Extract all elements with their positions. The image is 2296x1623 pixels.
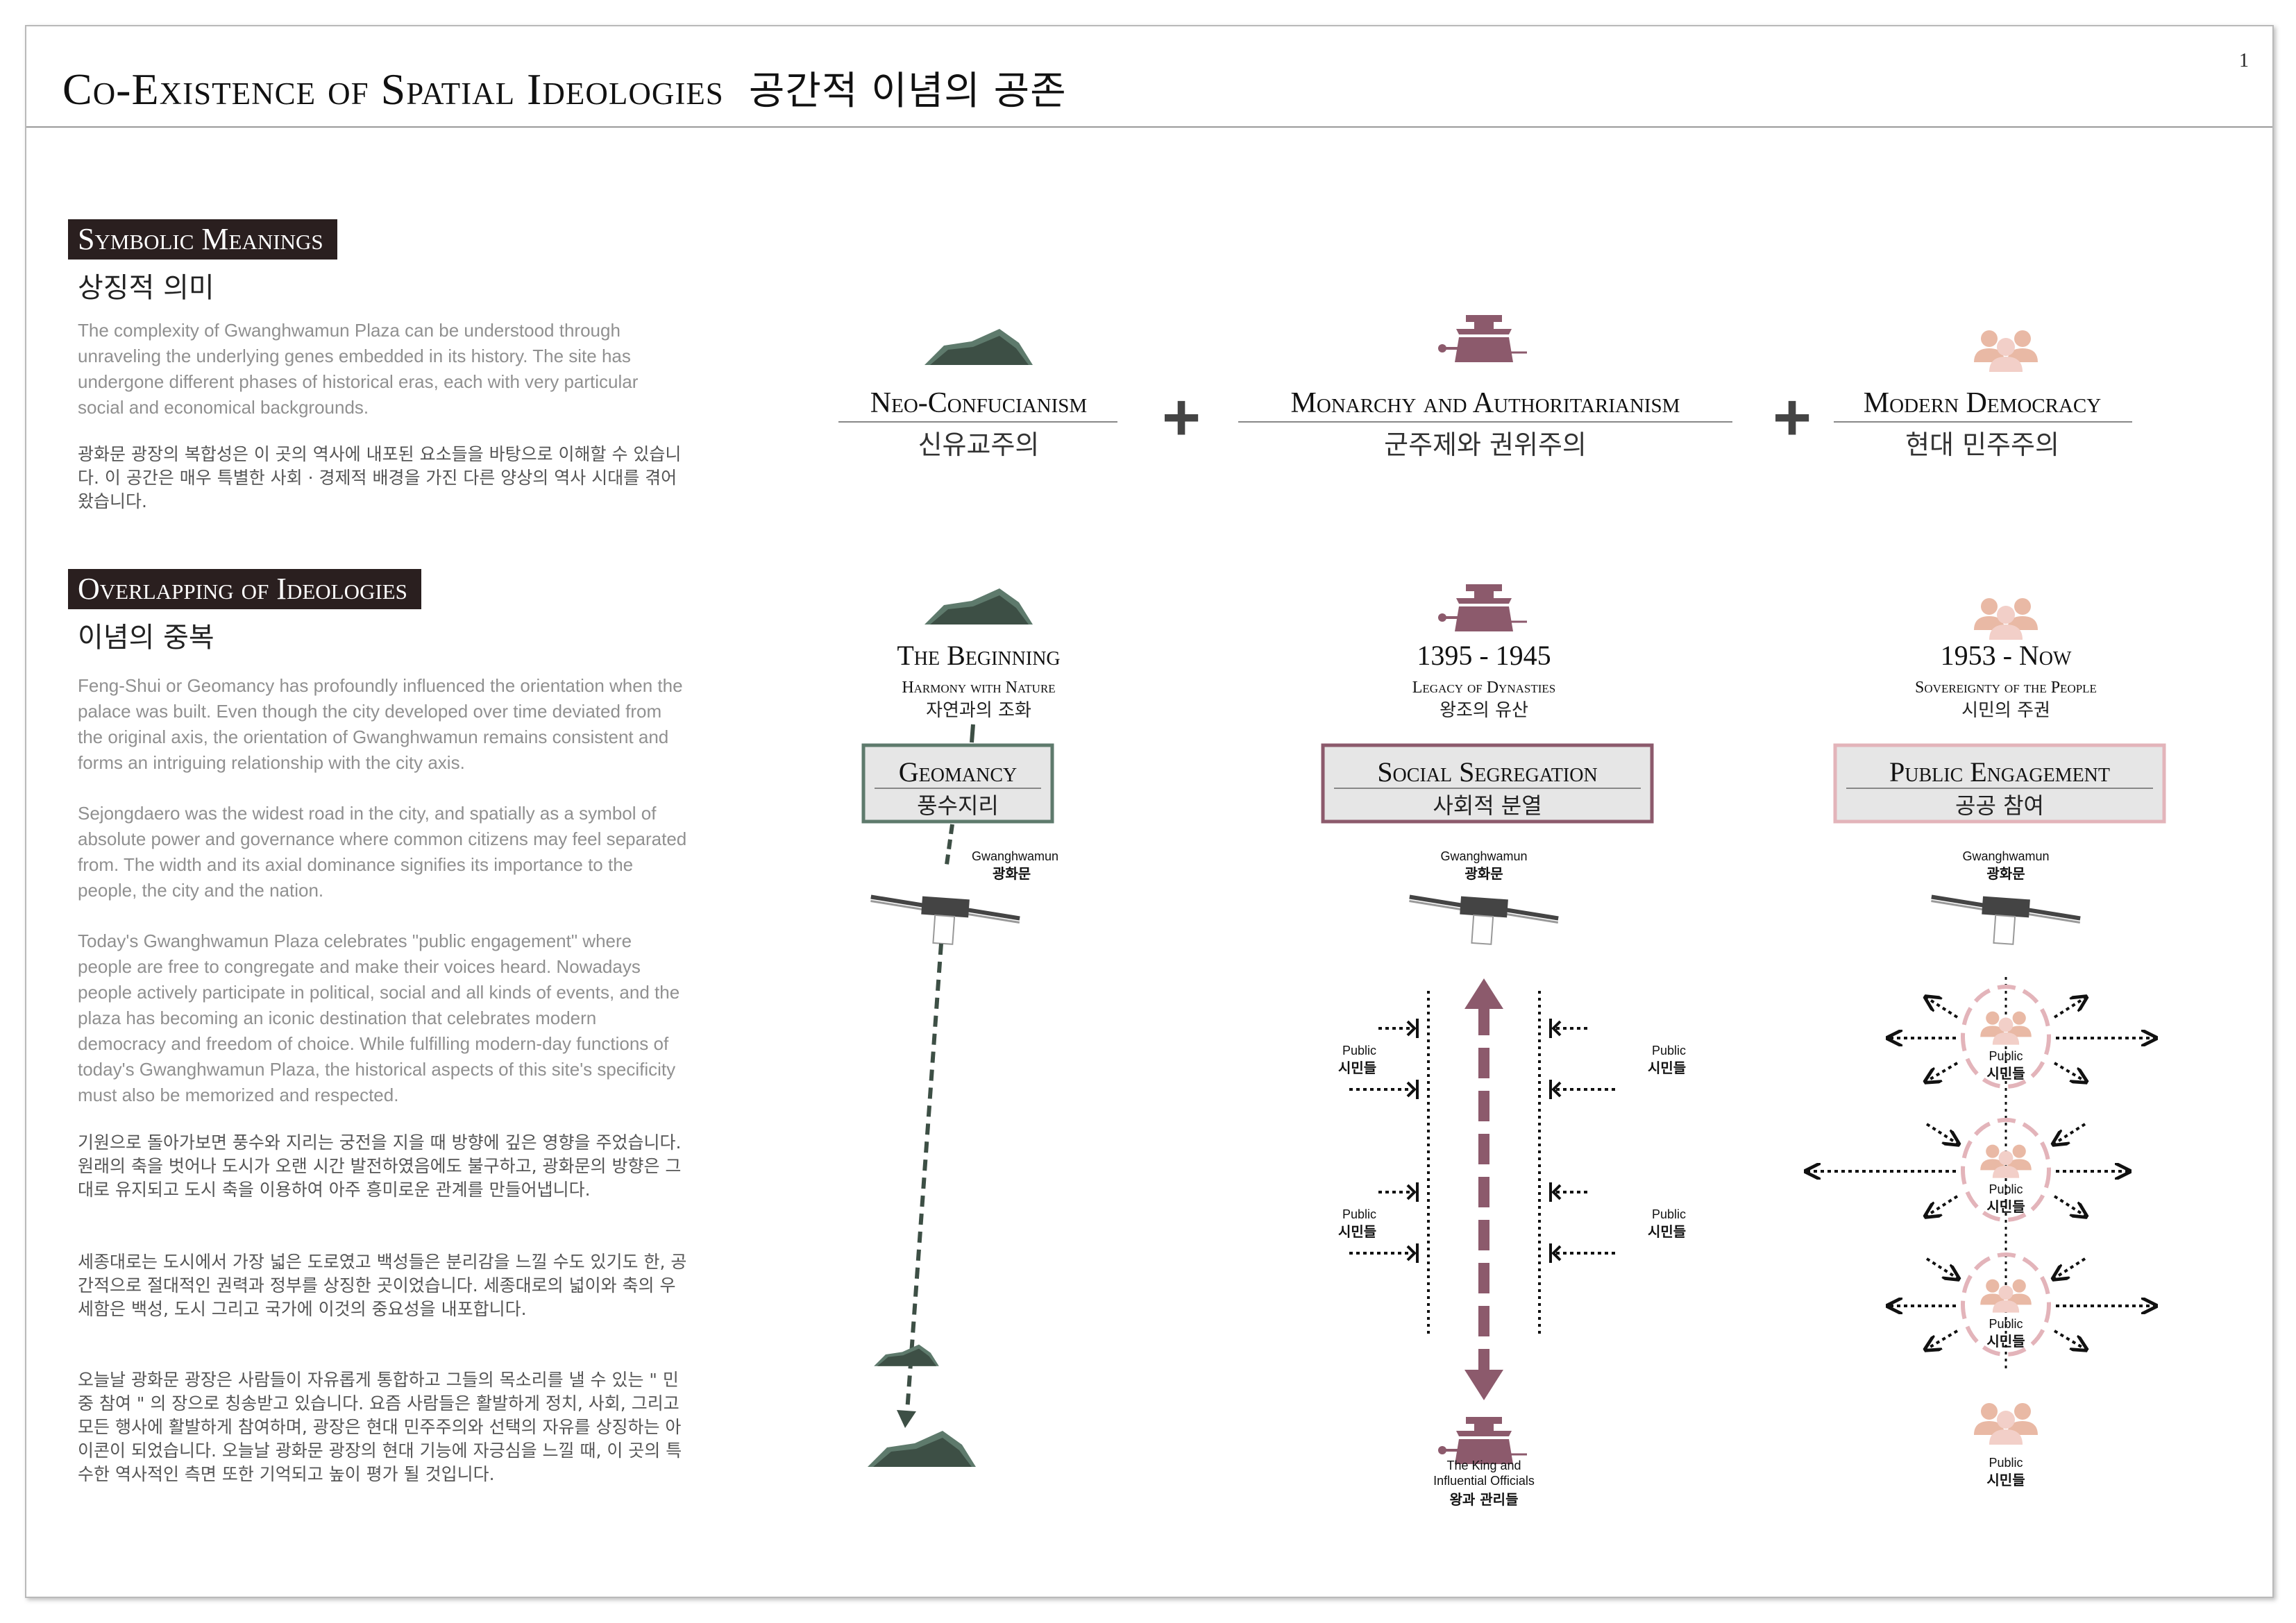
king-icon (1437, 583, 1528, 633)
public-label: Public (1989, 1456, 2023, 1470)
title-ko: 공간적 이념의 공존 (748, 69, 1067, 114)
overlapping-paragraph-2: Sejongdaero was the widest road in the c… (78, 803, 687, 901)
public-label-ko: 시민들 (1648, 1223, 1686, 1240)
public-label-ko: 시민들 (1986, 1333, 2025, 1350)
public-label: Public (1989, 1182, 2023, 1196)
engagement-title: Public Engagement (1889, 756, 2110, 788)
subtitle-sovereignty-ko: 시민의 주권 (1961, 700, 2050, 721)
axis-connector (970, 724, 975, 743)
gwanghwamun-gate (1407, 893, 1560, 949)
overlapping-paragraph-ko-3: 오늘날 광화문 광장은 사람들이 자유롭게 통합하고 그들의 목소리를 낼 수 … (78, 1370, 682, 1484)
symbolic-paragraph-ko: 광화문 광장의 복합성은 이 곳의 역사에 내포된 요소들을 바탕으로 이해할 … (78, 444, 682, 511)
geomancy-box (861, 743, 1054, 824)
segregation-ko: 사회적 분열 (1433, 792, 1542, 819)
symbolic-paragraph-en: The complexity of Gwanghwamun Plaza can … (78, 320, 639, 418)
subtitle-sovereignty: Sovereignty of the People (1915, 679, 2097, 697)
public-label: Public (1342, 1207, 1376, 1221)
people-icon (1974, 1403, 2038, 1445)
ideology-label-democracy: Modern Democracy (1864, 387, 2101, 419)
subtitle-harmony: Harmony with Nature (902, 679, 1055, 697)
king-label-ko: 왕과 관리들 (1450, 1491, 1519, 1508)
ideology-label-monarchy: Monarchy and Authoritarianism (1291, 387, 1680, 419)
geomancy-axis (904, 943, 943, 1422)
overlapping-paragraph-1: Feng-Shui or Geomancy has profoundly inf… (78, 675, 683, 773)
axis-arrowhead (1464, 1370, 1503, 1400)
ideology-label-monarchy-ko: 군주제와 권위주의 (1384, 430, 1587, 460)
page-number: 1 (2239, 50, 2249, 71)
gate-label: Gwanghwamun (972, 849, 1058, 863)
public-label: Public (1342, 1044, 1376, 1057)
public-label-ko: 시민들 (1986, 1065, 2025, 1082)
overlapping-heading: Overlapping of Ideologies (68, 569, 421, 609)
public-label-ko: 시민들 (1338, 1223, 1376, 1240)
gathering-cluster (1961, 985, 2051, 1357)
gwanghwamun-gate (868, 893, 1021, 949)
public-label: Public (1652, 1207, 1686, 1221)
page-frame: 1 Co-Existence of Spatial Ideologies 공간적 … (25, 25, 2274, 1598)
axis-arrowhead (897, 1410, 916, 1428)
overlapping-paragraph-ko-1: 기원으로 돌아가보면 풍수와 지리는 궁전을 지을 때 방향에 깊은 영향을 주… (78, 1132, 682, 1200)
people-icon (1974, 330, 2038, 372)
mountain-icon (868, 1431, 976, 1467)
public-label-ko: 시민들 (1648, 1060, 1686, 1076)
geomancy-title: Geomancy (899, 756, 1017, 788)
axis-connector (945, 824, 954, 865)
mountain-icon (925, 588, 1033, 624)
gate-label: Gwanghwamun (1962, 849, 2049, 863)
ideology-label-neo-ko: 신유교주의 (918, 430, 1040, 460)
symbolic-heading-ko: 상징적 의미 (78, 272, 214, 304)
gate-label-ko: 광화문 (993, 865, 1031, 882)
segregation-box (1321, 743, 1654, 824)
overlapping-paragraph-3: Today's Gwanghwamun Plaza celebrates "pu… (78, 931, 680, 1105)
public-arrows (1349, 1019, 1619, 1263)
plus-sign: + (1773, 380, 1812, 454)
ideology-label-democracy-ko: 현대 민주주의 (1905, 430, 2059, 460)
gate-label-ko: 광화문 (1464, 865, 1503, 882)
gwanghwamun-gate (1929, 893, 2082, 949)
era-dynasties: 1395 - 1945 (1417, 640, 1551, 671)
engagement-box (1833, 743, 2166, 824)
title-en: Co-Existence of Spatial Ideologies (62, 65, 724, 114)
overlapping-heading-ko: 이념의 중복 (78, 622, 214, 654)
plus-sign: + (1162, 380, 1201, 454)
public-label: Public (1989, 1049, 2023, 1063)
gate-label: Gwanghwamun (1440, 849, 1527, 863)
mountain-icon (925, 329, 1033, 365)
engagement-arrows (1807, 998, 2154, 1349)
public-label-ko: 시민들 (1986, 1472, 2025, 1488)
ideology-label-neo: Neo-Confucianism (870, 387, 1087, 419)
public-label: Public (1652, 1044, 1686, 1057)
gate-label-ko: 광화문 (1986, 865, 2025, 882)
king-label-2: Influential Officials (1433, 1474, 1535, 1488)
segregation-title: Social Segregation (1377, 756, 1597, 788)
subtitle-dynasties: Legacy of Dynasties (1412, 679, 1555, 697)
public-label-ko: 시민들 (1986, 1198, 2025, 1215)
ideology-diagram: Neo-Confucianism 신유교주의 + Monarchy and Au… (838, 314, 2166, 1508)
subtitle-dynasties-ko: 왕조의 유산 (1440, 700, 1528, 721)
subtitle-harmony-ko: 자연과의 조화 (926, 700, 1031, 721)
page-title: Co-Existence of Spatial Ideologies 공간적 이념… (62, 60, 1067, 116)
axis-arrowhead (1464, 978, 1503, 1009)
era-beginning: The Beginning (897, 640, 1060, 671)
symbolic-heading: Symbolic Meanings (68, 219, 337, 260)
mountain-icon (874, 1344, 939, 1366)
public-label-ko: 시민들 (1338, 1060, 1376, 1076)
geomancy-ko: 풍수지리 (917, 792, 999, 819)
engagement-ko: 공공 참여 (1955, 792, 2044, 819)
king-label-1: The King and (1446, 1459, 1521, 1472)
era-now: 1953 - Now (1941, 640, 2072, 671)
overlapping-paragraph-ko-2: 세종대로는 도시에서 가장 넓은 도로였고 백성들은 분리감을 느낄 수도 있기… (78, 1252, 687, 1319)
king-icon (1437, 314, 1528, 364)
title-divider (26, 126, 2272, 128)
public-label: Public (1989, 1317, 2023, 1331)
king-icon (1437, 1416, 1528, 1465)
people-icon (1974, 598, 2038, 640)
